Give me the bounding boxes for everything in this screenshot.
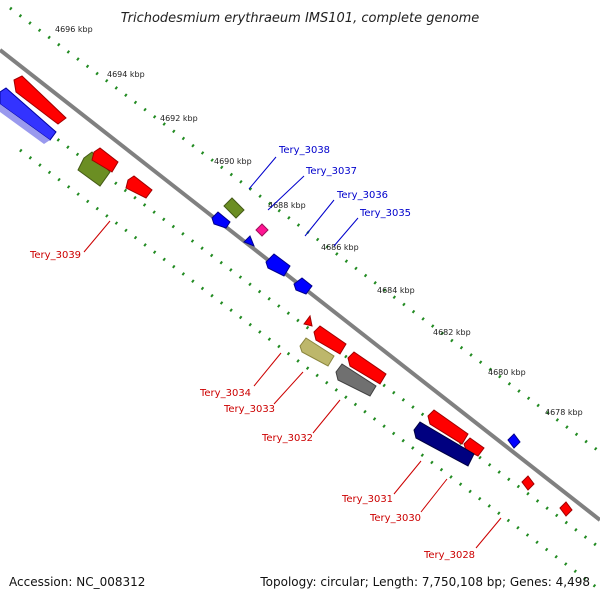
- gene-label-tery-3037[interactable]: Tery_3037: [305, 166, 357, 177]
- gene-label-tery-3028[interactable]: Tery_3028: [423, 550, 475, 561]
- gene-feature-red[interactable]: [521, 475, 535, 491]
- gene-labels: Tery_3038 Tery_3037 Tery_3036 Tery_3035 …: [29, 145, 475, 561]
- gene-feature-blue-shadow: [0, 104, 50, 144]
- ruler-label: 4694 kbp: [107, 70, 145, 79]
- leader-line: [393, 460, 422, 495]
- gene-label-tery-3036[interactable]: Tery_3036: [336, 190, 388, 201]
- gene-feature-blue[interactable]: [293, 277, 313, 295]
- gene-feature-red[interactable]: [347, 351, 387, 385]
- gene-feature-khaki[interactable]: [299, 337, 335, 367]
- inner-track-2: [19, 148, 600, 592]
- gene-features: [0, 75, 573, 517]
- leader-line: [267, 175, 305, 211]
- ruler-label: 4682 kbp: [433, 328, 471, 337]
- gene-feature-olive[interactable]: [223, 197, 245, 219]
- ruler-labels: 4696 kbp 4694 kbp 4692 kbp 4690 kbp 4688…: [55, 25, 583, 417]
- leader-line: [83, 220, 111, 253]
- gene-feature-gray[interactable]: [335, 363, 377, 397]
- gene-label-tery-3038[interactable]: Tery_3038: [278, 145, 330, 156]
- gene-label-tery-3035[interactable]: Tery_3035: [359, 208, 411, 219]
- leader-line: [475, 517, 502, 549]
- gene-label-tery-3033[interactable]: Tery_3033: [223, 404, 275, 415]
- gene-feature-blue[interactable]: [265, 253, 291, 277]
- gene-feature-blue[interactable]: [243, 235, 255, 247]
- leader-line: [253, 352, 282, 387]
- gene-feature-olive[interactable]: [77, 151, 111, 187]
- gene-label-tery-3034[interactable]: Tery_3034: [199, 388, 251, 399]
- topology-text: Topology: circular; Length: 7,750,108 bp…: [259, 575, 590, 589]
- leader-line: [248, 156, 277, 190]
- leader-lines: [83, 156, 502, 549]
- ruler-label: 4684 kbp: [377, 286, 415, 295]
- gene-label-tery-3030[interactable]: Tery_3030: [369, 513, 421, 524]
- leader-line: [420, 478, 448, 513]
- ruler-label: 4692 kbp: [160, 114, 198, 123]
- gene-feature-red[interactable]: [427, 409, 469, 445]
- gene-feature-blue[interactable]: [211, 211, 231, 229]
- ruler-label: 4686 kbp: [321, 243, 359, 252]
- leader-line: [312, 399, 341, 434]
- gene-feature-red[interactable]: [91, 147, 119, 173]
- ruler-label: 4696 kbp: [55, 25, 93, 34]
- gene-feature-red[interactable]: [559, 501, 573, 517]
- gene-feature-red[interactable]: [125, 175, 153, 199]
- leader-line: [304, 199, 335, 237]
- leader-line: [333, 217, 359, 247]
- leader-line: [273, 371, 304, 405]
- gene-feature-red[interactable]: [303, 314, 313, 327]
- gene-feature-pink[interactable]: [255, 223, 269, 237]
- ruler-label: 4690 kbp: [214, 157, 252, 166]
- gene-feature-blue[interactable]: [0, 87, 57, 141]
- gene-feature-red[interactable]: [13, 75, 67, 125]
- outer-ruler-track: [9, 6, 600, 454]
- ruler-label: 4678 kbp: [545, 408, 583, 417]
- gene-feature-blue[interactable]: [507, 433, 521, 449]
- gene-label-tery-3039[interactable]: Tery_3039: [29, 250, 81, 261]
- gene-feature-red[interactable]: [313, 325, 347, 355]
- page-title: Trichodesmium erythraeum IMS101, complet…: [121, 11, 480, 26]
- ruler-label: 4680 kbp: [488, 368, 526, 377]
- gene-label-tery-3031[interactable]: Tery_3031: [341, 494, 393, 505]
- ruler-label: 4688 kbp: [268, 201, 306, 210]
- accession-text: Accession: NC_008312: [9, 575, 145, 589]
- gene-feature-navy[interactable]: [413, 421, 475, 467]
- gene-label-tery-3032[interactable]: Tery_3032: [261, 433, 313, 444]
